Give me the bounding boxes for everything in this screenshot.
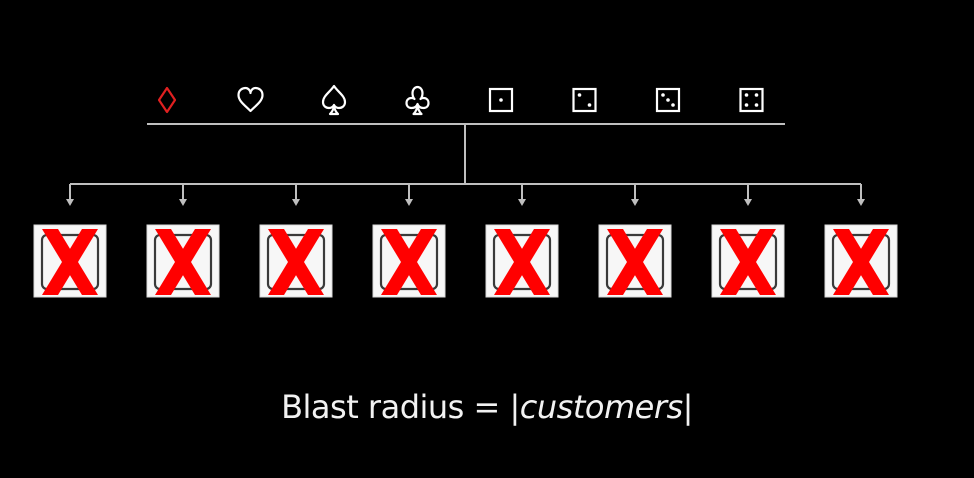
caption-customers: customers <box>519 388 683 426</box>
target-inner-box <box>266 233 326 291</box>
caption-prefix: Blast radius = | <box>281 388 520 426</box>
spade-icon <box>321 84 347 116</box>
pip <box>577 93 582 97</box>
target-inner-box <box>718 233 778 291</box>
x-mark-stroke <box>42 229 98 295</box>
failed-target <box>372 224 446 298</box>
arrow-head-icon <box>518 199 526 206</box>
failed-target <box>485 224 559 298</box>
club-icon <box>405 85 430 116</box>
die-four-icon <box>739 87 764 113</box>
failed-target <box>598 224 672 298</box>
target-inner-box <box>492 233 552 291</box>
blast-radius-caption: Blast radius = |customers| <box>0 388 974 426</box>
pip <box>744 103 749 107</box>
pip <box>671 103 675 107</box>
pip <box>754 103 759 107</box>
pip <box>661 93 665 97</box>
heart-icon <box>237 86 264 113</box>
failed-target <box>146 224 220 298</box>
caption-suffix: | <box>682 388 694 426</box>
failed-target <box>259 224 333 298</box>
arrow-head-icon <box>857 199 865 206</box>
arrow-head-icon <box>179 199 187 206</box>
x-mark-stroke <box>833 229 889 295</box>
target-inner-box <box>379 233 439 291</box>
x-mark-stroke <box>494 229 550 295</box>
failed-target <box>824 224 898 298</box>
arrow-head-icon <box>744 199 752 206</box>
pip <box>754 93 759 97</box>
arrow-head-icon <box>631 199 639 206</box>
failed-target <box>33 224 107 298</box>
arrow-head-icon <box>66 199 74 206</box>
x-mark-stroke <box>381 229 437 295</box>
diamond-icon <box>157 86 177 114</box>
die-one-icon <box>488 87 514 113</box>
pip <box>744 93 749 97</box>
pip <box>666 98 670 102</box>
die-two-icon <box>572 87 597 113</box>
target-inner-box <box>831 233 891 291</box>
die-three-icon <box>655 87 681 113</box>
target-inner-box <box>605 233 665 291</box>
x-mark-stroke <box>268 229 324 295</box>
x-mark-stroke <box>155 229 211 295</box>
arrow-head-icon <box>292 199 300 206</box>
failed-target <box>711 224 785 298</box>
target-inner-box <box>153 233 213 291</box>
x-mark-stroke <box>720 229 776 295</box>
x-mark-stroke <box>607 229 663 295</box>
arrow-head-icon <box>405 199 413 206</box>
target-inner-box <box>40 233 100 291</box>
pip <box>499 98 503 102</box>
pip <box>587 103 592 107</box>
